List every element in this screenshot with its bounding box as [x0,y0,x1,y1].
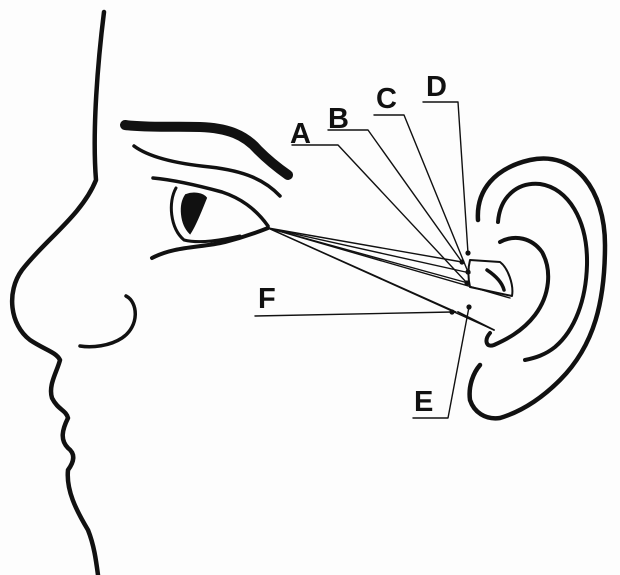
leader-f [255,312,452,316]
iris [182,194,206,233]
label-b: B [328,103,349,135]
ear-antihelix [498,184,587,360]
face-profile [12,12,104,575]
leader-a [292,145,467,283]
nostril [80,296,135,347]
eye-lower-lid [152,228,268,258]
label-c: C [376,83,397,115]
label-d: D [426,71,447,103]
ear-tragus [487,270,504,290]
label-f: F [258,283,276,315]
label-e: E [414,386,433,418]
ear-canal [469,260,513,296]
label-a: A [290,118,311,150]
